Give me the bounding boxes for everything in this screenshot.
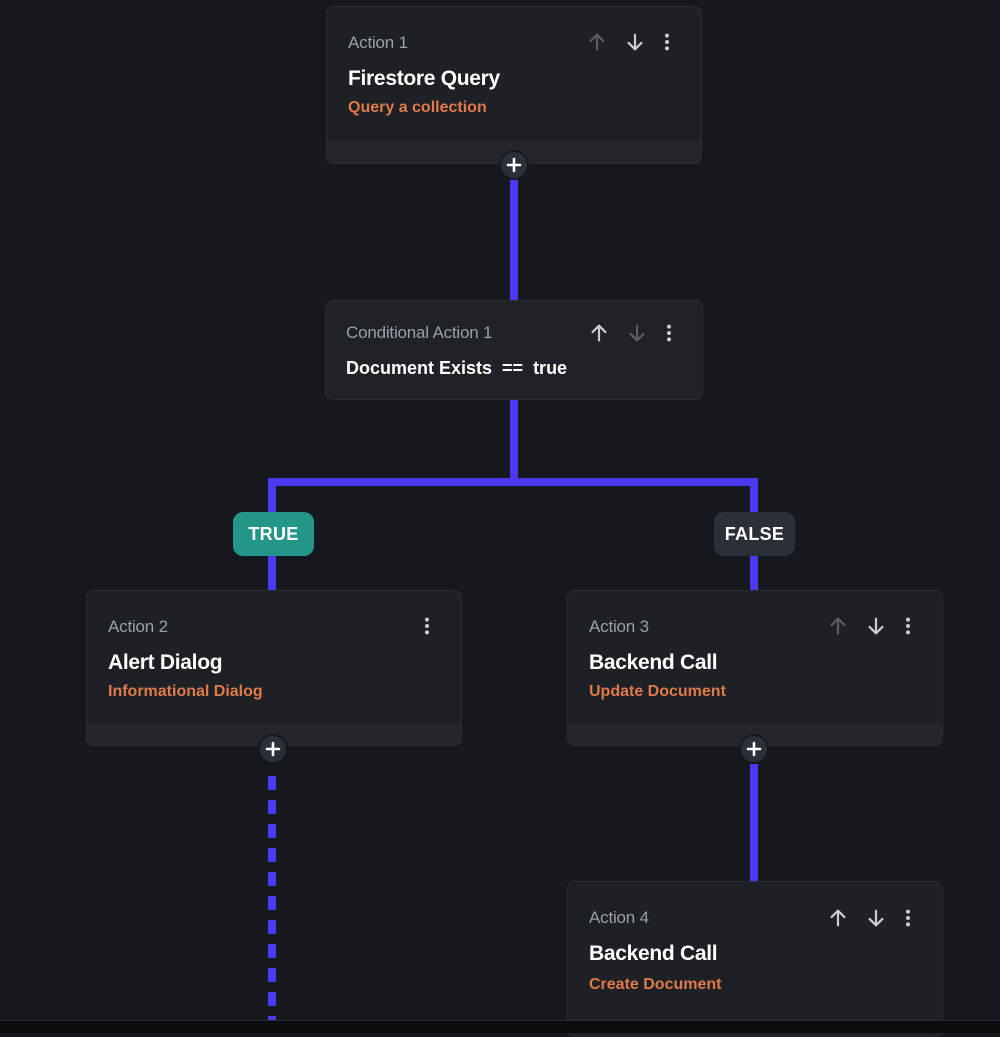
plus-icon (746, 741, 762, 757)
arrow-up-icon[interactable] (587, 321, 611, 345)
action-title: Firestore Query (348, 67, 500, 90)
connector-action1-to-conditional (510, 178, 518, 302)
action-description: Update Document (589, 683, 726, 700)
action-label: Action 2 (108, 617, 168, 636)
arrow-up-icon[interactable] (585, 30, 609, 54)
action-description: Query a collection (348, 99, 487, 116)
condition-expression: Document Exists == true (346, 358, 568, 378)
add-action-button[interactable] (739, 734, 769, 764)
arrow-down-icon[interactable] (864, 906, 888, 930)
more-vertical-icon[interactable] (415, 614, 439, 638)
connector-action3-to-action4 (750, 764, 758, 884)
plus-icon (506, 157, 522, 173)
action-card-3[interactable]: Action 3 Backend Call Update Document (567, 590, 943, 746)
bottom-edge-bar (0, 1020, 1000, 1033)
connector-action2-dashed (268, 776, 276, 1026)
action-card-4[interactable]: Action 4 Backend Call Create Document (567, 881, 943, 1037)
conditional-action-card-1[interactable]: Conditional Action 1 Document Exists == … (325, 300, 703, 400)
action-card-1[interactable]: Action 1 Firestore Query Query a collect… (326, 6, 702, 164)
action-title: Alert Dialog (108, 651, 223, 674)
connector-branch-horizontal (268, 478, 758, 486)
arrow-up-icon[interactable] (826, 906, 850, 930)
more-vertical-icon[interactable] (896, 906, 920, 930)
add-action-button[interactable] (499, 150, 529, 180)
more-vertical-icon[interactable] (896, 614, 920, 638)
add-action-button[interactable] (258, 734, 288, 764)
action-title: Backend Call (589, 651, 718, 674)
conditional-label: Conditional Action 1 (346, 323, 493, 342)
arrow-down-icon[interactable] (625, 321, 649, 345)
false-branch-label: FALSE (714, 512, 795, 556)
plus-icon (265, 741, 281, 757)
more-vertical-icon[interactable] (657, 321, 681, 345)
action-label: Action 3 (589, 617, 649, 636)
action-description: Create Document (589, 976, 722, 993)
arrow-down-icon[interactable] (623, 30, 647, 54)
more-vertical-icon[interactable] (655, 30, 679, 54)
action-label: Action 4 (589, 908, 649, 927)
action-label: Action 1 (348, 33, 408, 52)
action-title: Backend Call (589, 942, 718, 965)
connector-conditional-down (510, 398, 518, 484)
arrow-up-icon[interactable] (826, 614, 850, 638)
action-description: Informational Dialog (108, 683, 263, 700)
true-branch-label: TRUE (233, 512, 314, 556)
action-card-2[interactable]: Action 2 Alert Dialog Informational Dial… (86, 590, 462, 746)
arrow-down-icon[interactable] (864, 614, 888, 638)
